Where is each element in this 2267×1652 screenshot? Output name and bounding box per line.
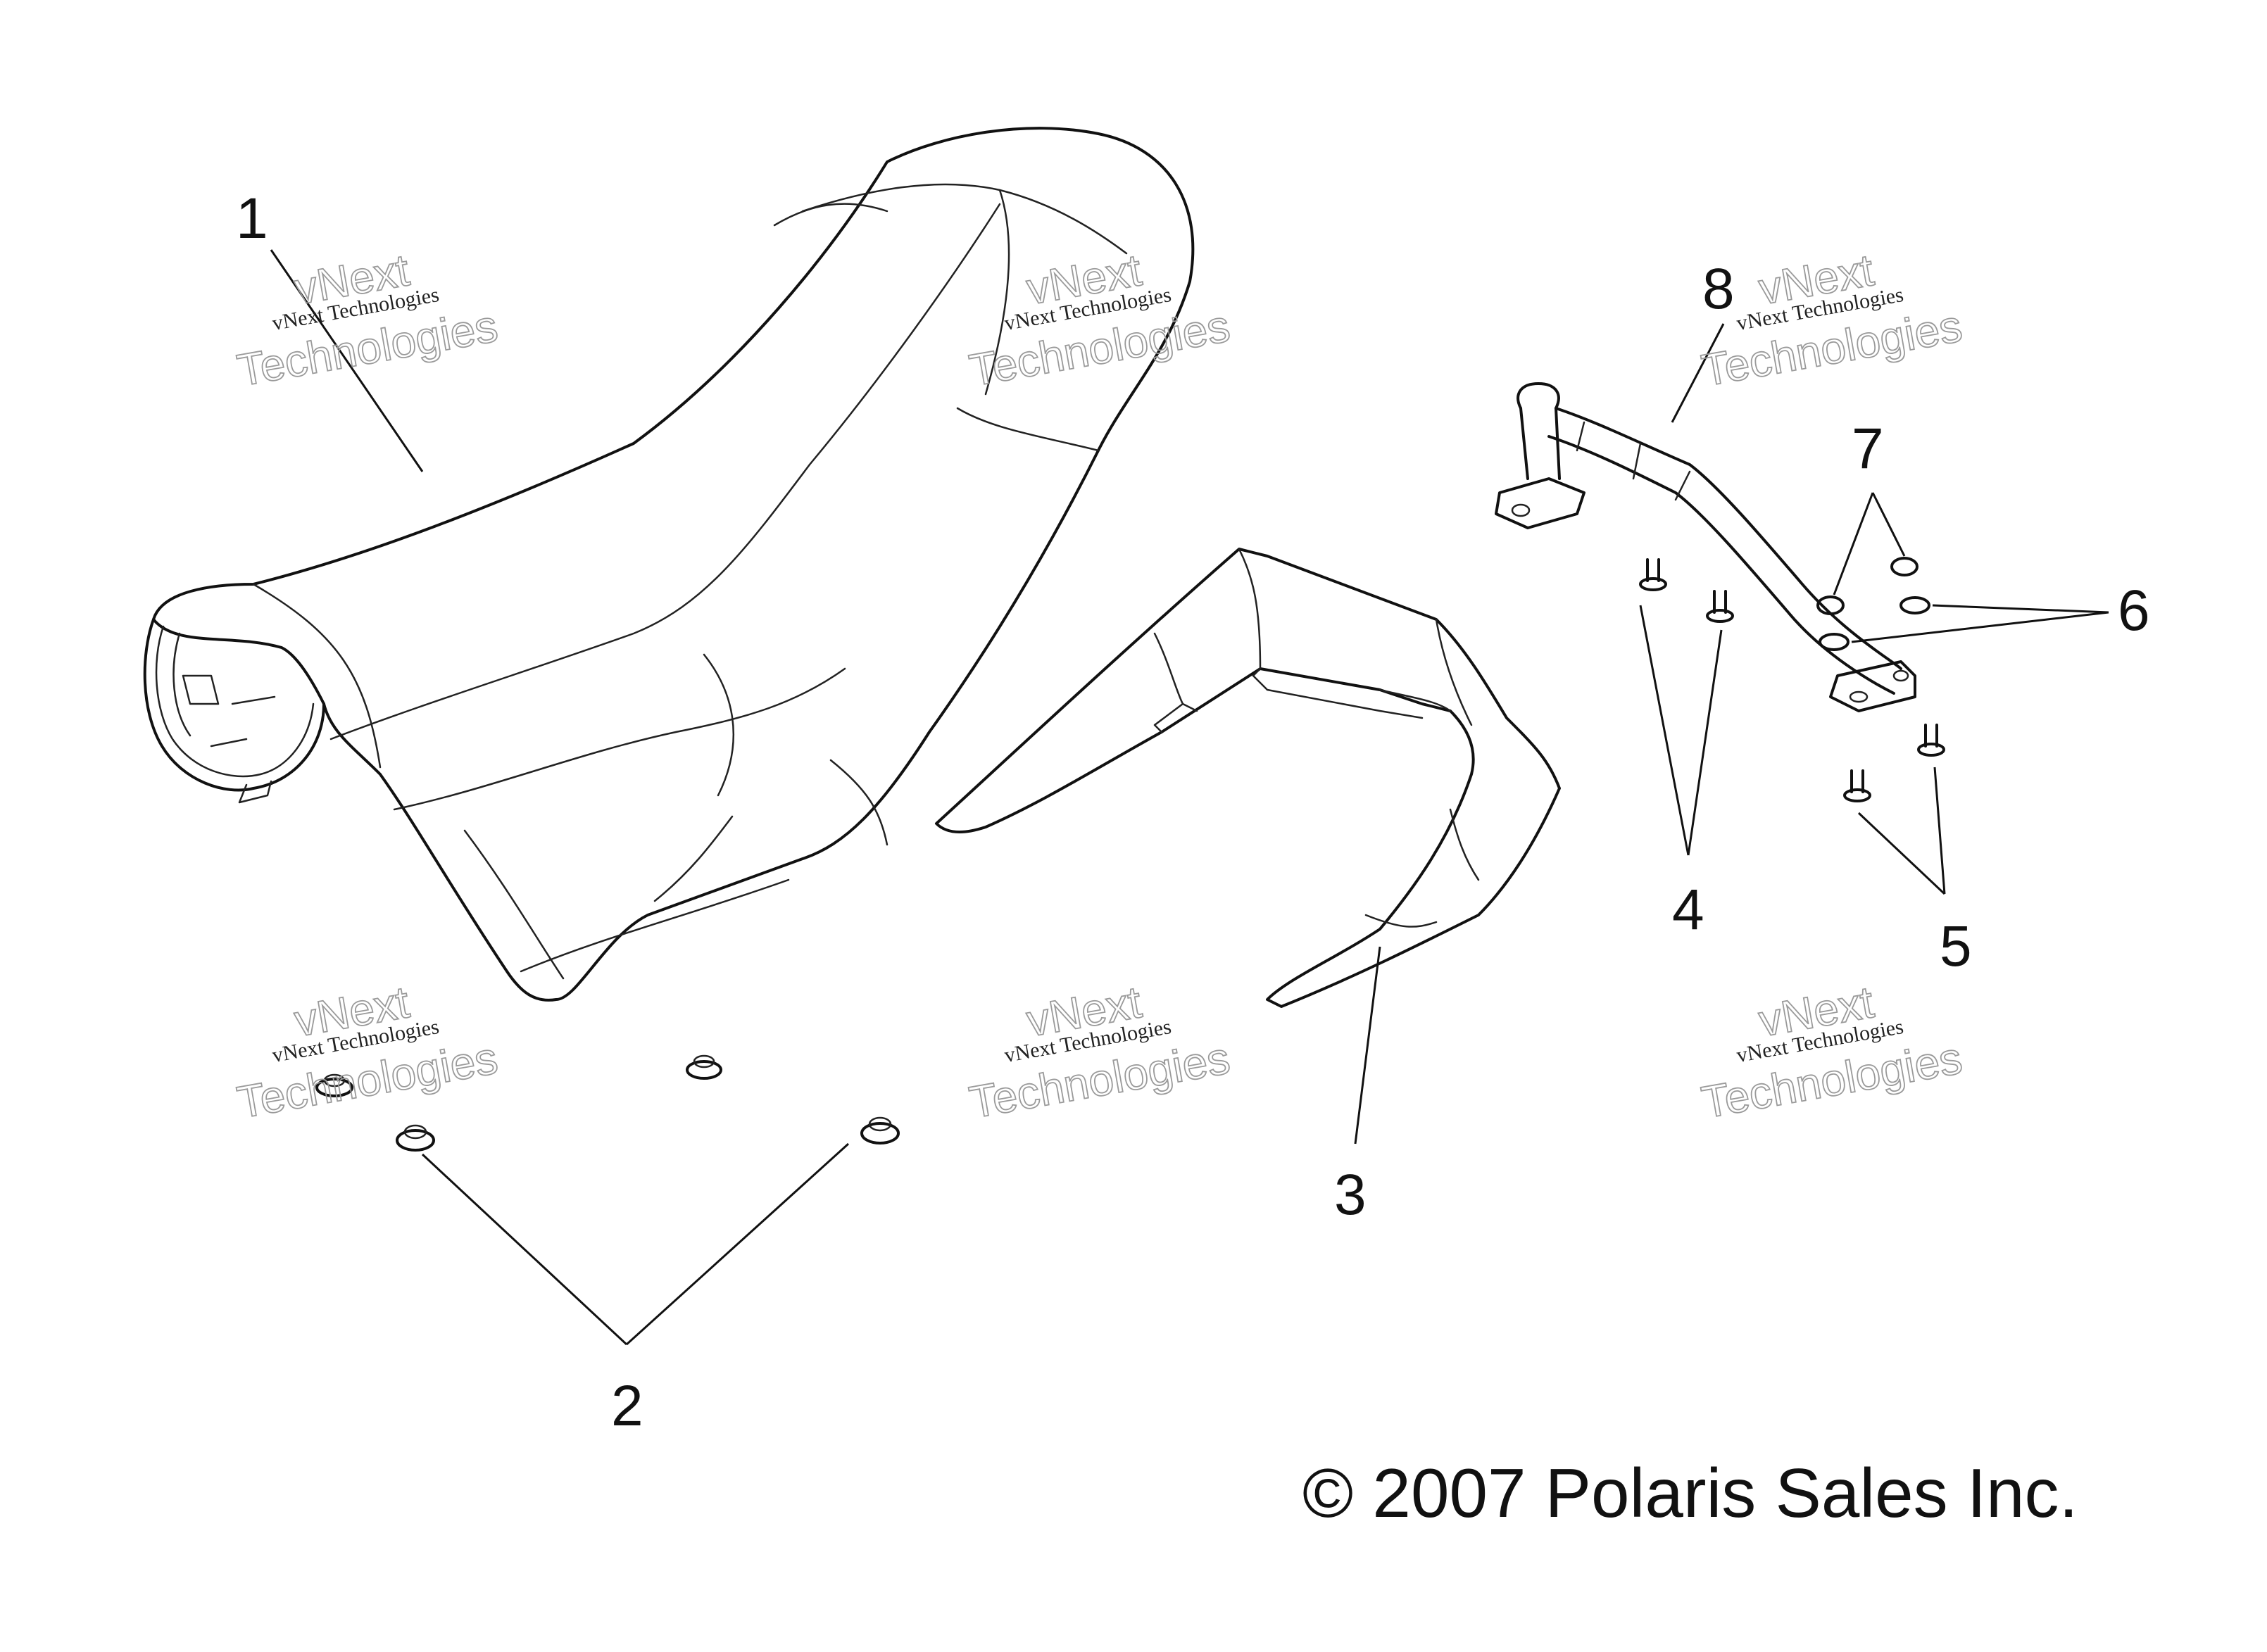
- callout-8: 8: [1702, 257, 1735, 321]
- grommets-part-2: [315, 1054, 900, 1152]
- grab-bar-part-8: [1495, 382, 1916, 712]
- callout-1: 1: [236, 187, 268, 251]
- callout-3: 3: [1334, 1163, 1367, 1227]
- callout-4: 4: [1672, 878, 1704, 942]
- watermarks: vNext Technologies vNext Technologies: [233, 244, 502, 396]
- callout-7: 7: [1852, 417, 1884, 481]
- watermarks: vNext Technologies vNext Technologies: [233, 976, 502, 1128]
- fasteners-parts-4-7: [1639, 557, 1945, 802]
- seat-part-1: [143, 127, 1195, 1002]
- watermarks: vNext Technologies vNext Technologies: [1697, 976, 1966, 1128]
- leader-lines: [270, 249, 2109, 1346]
- callout-5: 5: [1940, 914, 1972, 978]
- watermarks: vNext Technologies vNext Technologies: [965, 976, 1234, 1128]
- callout-labels: 1 2 3 4 5 6 7 8: [236, 187, 2150, 1438]
- copyright-notice: © 2007 Polaris Sales Inc.: [1302, 1454, 2078, 1532]
- tail-cowl-part-3: [935, 548, 1561, 1008]
- callout-2: 2: [611, 1374, 643, 1438]
- callout-6: 6: [2118, 579, 2150, 643]
